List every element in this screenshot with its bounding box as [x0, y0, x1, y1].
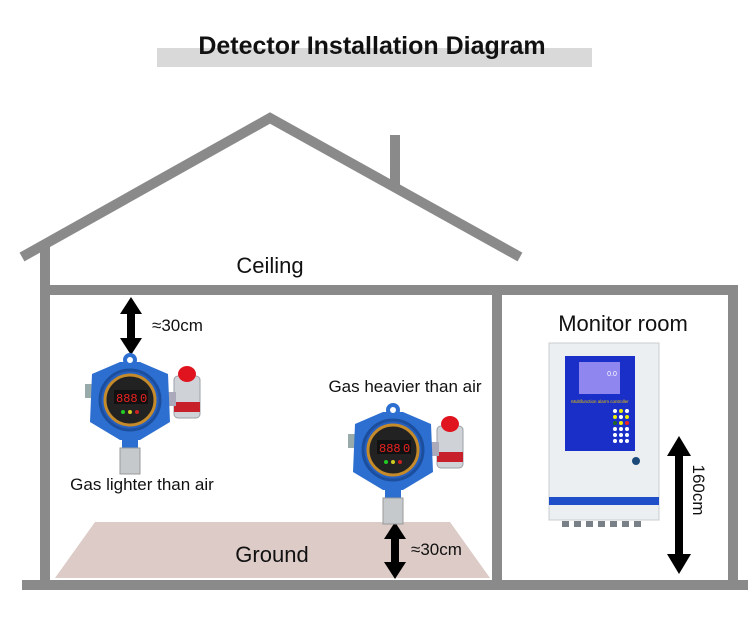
house-outline	[19, 112, 748, 590]
monitor-height-arrow-icon	[667, 436, 691, 574]
ground-distance-label: ≈30cm	[411, 540, 462, 559]
gas-lighter-label: Gas lighter than air	[70, 475, 214, 494]
detector-display-last: 0	[140, 392, 147, 406]
title-bar	[157, 48, 592, 67]
page-title: Detector Installation Diagram	[198, 32, 545, 60]
ceiling-distance-arrow-icon	[120, 297, 142, 355]
detector-lighter-than-air: 888 0	[83, 351, 202, 476]
ground-area	[55, 522, 490, 578]
ground-label: Ground	[235, 542, 308, 567]
alarm-controller: 0.0 Multifunction alarm controller	[548, 342, 660, 527]
ground-distance-arrow-icon	[384, 522, 406, 579]
detector-display: 888	[116, 392, 138, 406]
detector-heavier-than-air: 888 0	[346, 401, 465, 526]
detector-display: 888	[379, 442, 401, 456]
ceiling-label: Ceiling	[236, 253, 303, 278]
detector-display-last: 0	[403, 442, 410, 456]
monitor-height-label: 160cm	[689, 464, 708, 515]
controller-caption: Multifunction alarm controller	[571, 399, 629, 404]
monitor-room-label: Monitor room	[558, 311, 688, 336]
ceiling-distance-label: ≈30cm	[152, 316, 203, 335]
gas-heavier-label: Gas heavier than air	[328, 377, 481, 396]
controller-screen-reading: 0.0	[607, 371, 617, 378]
